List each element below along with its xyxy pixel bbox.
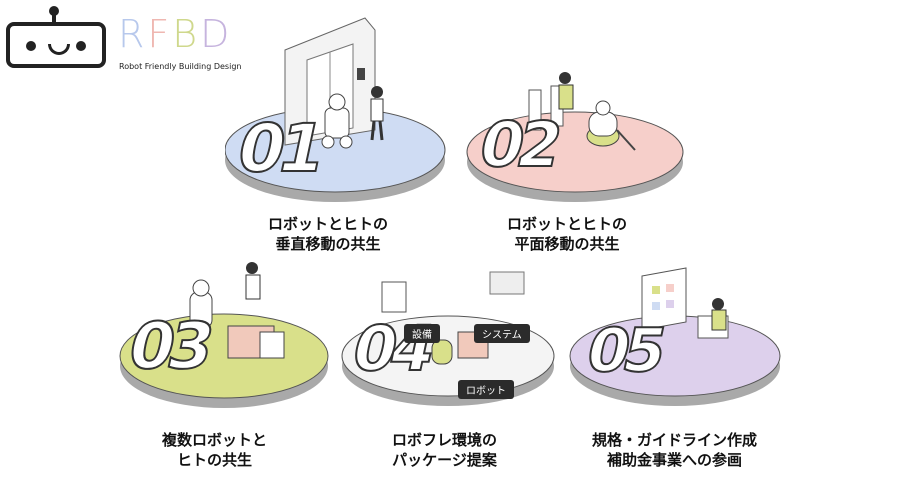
tag-system: システム: [474, 324, 530, 343]
scene-05-standards: 05: [568, 266, 782, 412]
number-01: 01: [230, 109, 328, 188]
scene-02-planar: 02: [465, 60, 685, 210]
scene-03-multi-robot: 03: [118, 256, 330, 416]
brand-wordmark: RFBD: [118, 12, 233, 56]
tag-equipment: 設備: [404, 324, 440, 343]
number-05: 05: [580, 315, 668, 387]
caption-01: ロボットとヒトの垂直移動の共生: [268, 215, 389, 253]
number-03: 03: [121, 309, 216, 385]
brand-tagline: Robot Friendly Building Design: [119, 62, 242, 71]
caption-03: 複数ロボットとヒトの共生: [162, 431, 268, 469]
rfbd-logo: RFBD Robot Friendly Building Design: [6, 6, 246, 74]
caption-05: 規格・ガイドライン作成補助金事業への参画: [592, 431, 758, 469]
scene-04-package: 04 設備 システム ロボット: [340, 262, 556, 412]
scene-01-vertical: 01: [225, 10, 455, 205]
caption-04: ロボフレ環境のパッケージ提案: [392, 431, 498, 469]
number-02: 02: [472, 107, 564, 182]
tag-robot: ロボット: [458, 380, 514, 399]
number-04: 04: [345, 311, 437, 386]
robot-face-icon: [6, 6, 106, 68]
caption-02: ロボットとヒトの平面移動の共生: [507, 215, 628, 253]
